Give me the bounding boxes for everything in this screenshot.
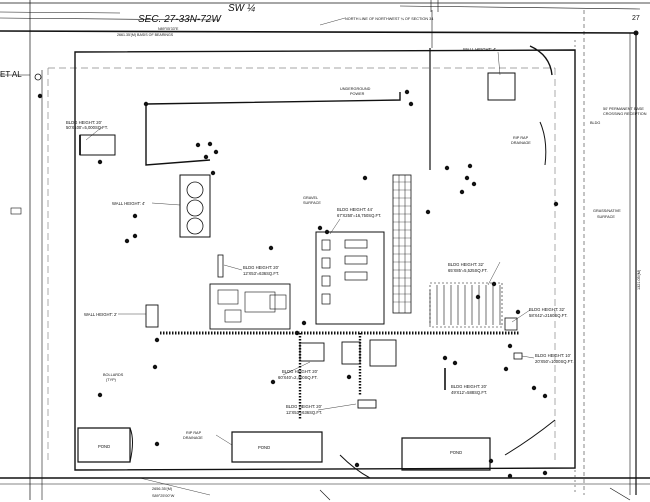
tank-1 bbox=[186, 181, 204, 199]
easement-label-2: CROSSING RECEPTION bbox=[603, 112, 647, 116]
bldg-lc-height: BLDG HEIGHT: 20' bbox=[282, 369, 318, 374]
north-line-note: NORTH LINE OF NORTHWEST ¼ OF SECTION 34 bbox=[345, 17, 433, 21]
bearing-text: N89°05'33"E bbox=[158, 27, 179, 31]
tank-2 bbox=[186, 199, 204, 217]
bldg-10-height: BLDG HEIGHT: 10' bbox=[535, 353, 571, 358]
bldg-lc-area: 60'X40'=2,400SQ.FT. bbox=[278, 375, 318, 380]
underground-label-1: UNDERGROUND bbox=[340, 87, 371, 91]
riprap-top-1: RIP RAP bbox=[513, 136, 529, 140]
bldg-center-height: BLDG HEIGHT: 44' bbox=[337, 207, 373, 212]
south-dimension-2: S89°25'00"W bbox=[152, 494, 175, 498]
wall-enclosure-nr bbox=[487, 72, 516, 101]
bldg-bottom-height: BLDG HEIGHT: 20' bbox=[286, 404, 322, 409]
bldg-right2-height: BLDG HEIGHT: 32' bbox=[529, 307, 565, 312]
gravel-label-1: GRAVEL bbox=[303, 196, 318, 200]
north-boundary-line bbox=[0, 30, 637, 34]
hoop-structures bbox=[429, 285, 501, 325]
gravel-label-2: SURFACE bbox=[303, 201, 321, 205]
tank-3 bbox=[186, 217, 204, 235]
bldg-10-area: 20'X50'=1000SQ.FT. bbox=[535, 359, 574, 364]
bldg-nw-area: 50'X100'=5,000SQ.FT. bbox=[66, 125, 108, 130]
small-building-1 bbox=[217, 254, 224, 278]
bldg-small-height: BLDG HEIGHT: 20' bbox=[243, 265, 279, 270]
riprap-top-2: DRAINAGE bbox=[511, 141, 531, 145]
pond-3-label: POND bbox=[450, 450, 462, 455]
bldg-small-area: 12'X53'=636SQ.FT. bbox=[243, 271, 279, 276]
pond-center bbox=[231, 431, 323, 463]
bollards-label-1: BOLLARDS bbox=[103, 373, 124, 377]
tank-enclosure bbox=[179, 174, 211, 238]
quarter-label: SW ¼ bbox=[228, 2, 255, 14]
wall-height-mid: WALL HEIGHT: 2' bbox=[84, 312, 117, 317]
south-dimension-1: 2656.35'(M) bbox=[152, 487, 173, 491]
wall-height-left: WALL HEIGHT: 4' bbox=[112, 201, 145, 206]
main-building bbox=[315, 231, 385, 325]
pond-east bbox=[401, 437, 491, 471]
bldg-bottom-area: 12'X53'=636SQ.FT. bbox=[286, 410, 322, 415]
bldg-center-area: 67'X250'=16,750SQ.FT. bbox=[337, 213, 381, 218]
underground-label-2: POWER bbox=[350, 92, 365, 96]
site-perimeter-fence bbox=[74, 49, 576, 471]
grass-label-2: SURFACE bbox=[597, 215, 615, 219]
bldg-right1-area: 65'X85'=5,525SQ.FT. bbox=[448, 268, 488, 273]
bldg-right1-height: BLDG HEIGHT: 32' bbox=[448, 262, 484, 267]
bldg-20b-area: 49'X12'=588SQ.FT. bbox=[451, 390, 487, 395]
riprap-bottom-2: DRAINAGE bbox=[183, 436, 203, 440]
building-nw bbox=[79, 134, 116, 156]
bldg-abbr-label: BLDG bbox=[590, 121, 600, 125]
bldg-20b-height: BLDG HEIGHT: 20' bbox=[451, 384, 487, 389]
pond-1-label: POND bbox=[98, 444, 110, 449]
bldg-right2-area: 58'X42'=2160SQ.FT. bbox=[529, 313, 568, 318]
east-dimension: 1321.05'(M) bbox=[637, 269, 641, 290]
underground-power-line bbox=[145, 92, 401, 105]
grass-label-1: GRASS/NATIVE bbox=[593, 209, 621, 213]
corner-number: 27 bbox=[632, 15, 640, 22]
pond-2-label: POND bbox=[258, 445, 270, 450]
wall-height-top-right: WALL HEIGHT: 4' bbox=[463, 47, 496, 52]
street-fragment: ET AL bbox=[0, 70, 22, 79]
basis-of-bearings: 2661.35'(M) BASIS OF BEARINGS bbox=[117, 33, 174, 37]
riprap-bottom-1: RIP RAP bbox=[186, 431, 202, 435]
light-pole-markers bbox=[37, 89, 559, 479]
office-block bbox=[209, 283, 291, 330]
equipment-rack bbox=[392, 174, 412, 314]
bldg-nw-height: BLDG HEIGHT: 20' bbox=[66, 120, 102, 125]
bollards-label-2: (TYP) bbox=[106, 378, 117, 382]
easement-label-1: 50' PERMANENT EASE bbox=[603, 107, 644, 111]
